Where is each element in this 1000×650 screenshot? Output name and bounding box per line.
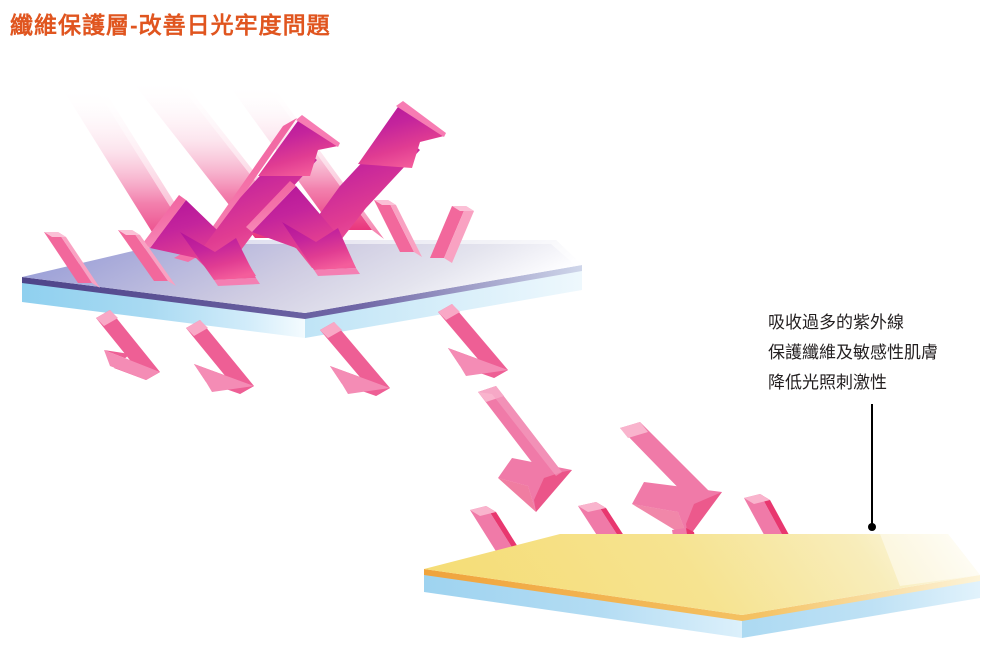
upper-slab-surface-rays	[44, 200, 474, 288]
reflected-arrow-vertex	[282, 222, 356, 270]
annotation-callout: 吸收過多的紫外線 保護纖維及敏感性肌膚 降低光照刺激性	[768, 313, 938, 531]
reflected-arrow-side	[188, 118, 297, 262]
reflected-arrowhead	[358, 104, 444, 168]
lower-slab-edge-highlight	[880, 534, 980, 586]
transmitted-light-arrows	[96, 304, 508, 396]
upper-slab-right-face	[305, 270, 582, 338]
incoming-beam	[62, 88, 196, 248]
surface-ray	[44, 232, 100, 288]
upper-slab-top-surface	[22, 240, 582, 313]
lower-slab-rim	[424, 569, 980, 621]
surface-ray	[430, 206, 474, 263]
lower-slab-top-surface	[424, 534, 980, 615]
upper-slab-rim	[22, 265, 582, 319]
annotation-line-3: 降低光照刺激性	[768, 373, 887, 392]
absorbed-arrow-large	[478, 386, 572, 512]
reflected-uv-arrows	[143, 101, 446, 286]
callout-dot	[868, 523, 876, 531]
reflected-arrow-leg-edge	[143, 195, 186, 248]
upper-slab-front-face	[22, 282, 305, 338]
lower-slab-front-face	[424, 574, 742, 638]
absorbed-arrow-large	[620, 422, 722, 538]
upper-protective-slab	[22, 240, 582, 338]
lower-slab-right-face	[742, 580, 980, 638]
page-title: 纖維保護層-改善日光牢度問題	[10, 12, 331, 38]
reflected-arrow-vertex-edge	[214, 278, 260, 286]
lower-fiber-slab	[424, 534, 980, 638]
reflected-arrowhead-edge	[396, 101, 446, 137]
reflected-arrowhead-edge	[296, 115, 340, 147]
annotation-line-2: 保護纖維及敏感性肌膚	[768, 343, 938, 362]
transmitted-arrow	[320, 322, 390, 396]
surface-ray	[374, 200, 422, 257]
transmitted-arrow	[186, 320, 254, 394]
transmitted-arrow	[438, 304, 508, 378]
reflected-arrow-vertex-edge	[314, 268, 360, 276]
reflected-arrow-vertex	[180, 232, 256, 280]
surface-ray	[118, 230, 176, 286]
transmitted-arrow	[96, 310, 160, 380]
reflected-arrow-leg-edge	[246, 181, 296, 232]
annotation-line-1: 吸收過多的紫外線	[768, 313, 904, 332]
